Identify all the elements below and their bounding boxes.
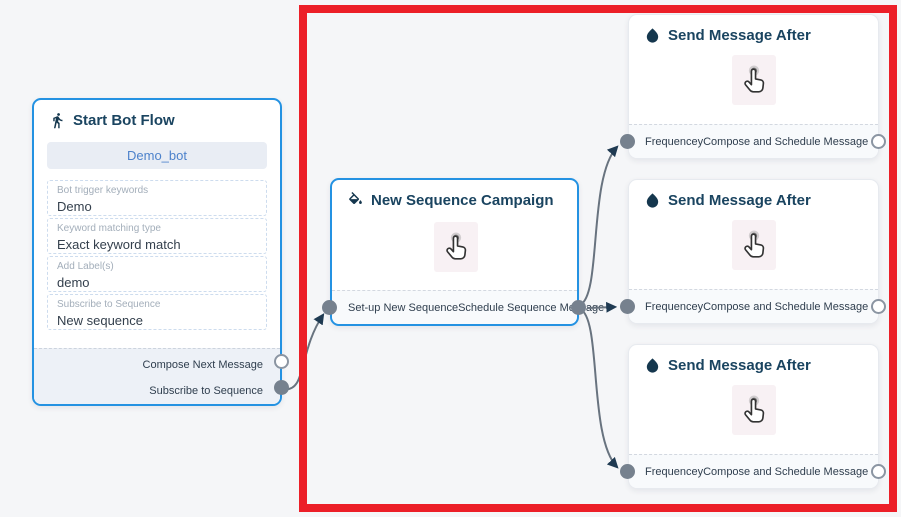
configure-click-area[interactable] <box>732 55 776 105</box>
field-bot-trigger-keywords[interactable]: Bot trigger keywords Demo <box>47 180 267 216</box>
node-start-bot-flow[interactable]: Start Bot Flow Demo_bot Bot trigger keyw… <box>32 98 282 406</box>
send-after-footer: Frequencey Compose and Schedule Message <box>629 124 878 158</box>
node-send-message-after-3[interactable]: Send Message After Frequencey Compose an… <box>628 344 879 489</box>
configure-click-area[interactable] <box>732 220 776 270</box>
hand-pointer-icon <box>744 64 765 93</box>
node-title: Send Message After <box>668 192 811 209</box>
edge-schedule-to-frequency-1 <box>579 145 619 306</box>
start-bot-flow-header: Start Bot Flow <box>49 112 175 129</box>
water-drop-icon <box>646 28 659 43</box>
campaign-footer: Set-up New Sequence Schedule Sequence Me… <box>332 290 604 324</box>
port-compose-schedule-out-1[interactable] <box>871 134 886 149</box>
node-title: Start Bot Flow <box>73 112 175 129</box>
input-label-frequency: Frequencey <box>645 300 704 313</box>
field-label: Keyword matching type <box>57 223 161 234</box>
paint-bucket-icon <box>349 192 362 205</box>
field-value: Demo <box>57 199 92 214</box>
field-subscribe-to-sequence[interactable]: Subscribe to Sequence New sequence <box>47 294 267 330</box>
send-after-footer: Frequencey Compose and Schedule Message <box>629 289 878 323</box>
hand-pointer-icon <box>744 394 765 423</box>
field-value: New sequence <box>57 313 143 328</box>
configure-click-area[interactable] <box>732 385 776 435</box>
walking-person-icon <box>53 113 63 129</box>
port-compose-schedule-out-3[interactable] <box>871 464 886 479</box>
field-value: demo <box>57 275 90 290</box>
node-title: Send Message After <box>668 357 811 374</box>
configure-click-area[interactable] <box>434 222 478 272</box>
campaign-header: New Sequence Campaign <box>347 192 554 209</box>
node-new-sequence-campaign[interactable]: New Sequence Campaign Set-up New Sequenc… <box>330 178 604 326</box>
port-frequency-in-3[interactable] <box>620 464 635 479</box>
field-label: Add Label(s) <box>57 261 114 272</box>
port-frequency-in-2[interactable] <box>620 299 635 314</box>
field-label: Bot trigger keywords <box>57 185 149 196</box>
start-node-footer: Compose Next Message Subscribe to Sequen… <box>34 348 280 404</box>
start-fields: Bot trigger keywords Demo Keyword matchi… <box>47 180 267 330</box>
input-label-frequency: Frequencey <box>645 135 704 148</box>
node-send-message-after-1[interactable]: Send Message After Frequencey Compose an… <box>628 14 879 159</box>
input-label-setup-new-sequence: Set-up New Sequence <box>348 301 459 314</box>
output-label-compose-next-message: Compose Next Message <box>142 359 263 371</box>
send-after-header: Send Message After <box>644 27 811 44</box>
port-compose-next-message[interactable] <box>274 354 289 369</box>
send-after-header: Send Message After <box>644 192 811 209</box>
port-compose-schedule-out-2[interactable] <box>871 299 886 314</box>
port-setup-new-sequence-in[interactable] <box>322 300 337 315</box>
node-title: New Sequence Campaign <box>371 192 554 209</box>
send-after-footer: Frequencey Compose and Schedule Message <box>629 454 878 488</box>
water-drop-icon <box>646 193 659 208</box>
water-drop-icon <box>646 358 659 373</box>
output-label-schedule-sequence-message: Schedule Sequence Message <box>458 301 605 314</box>
port-subscribe-to-sequence[interactable] <box>274 380 289 395</box>
field-add-labels[interactable]: Add Label(s) demo <box>47 256 267 292</box>
hand-pointer-icon <box>744 229 765 258</box>
field-label: Subscribe to Sequence <box>57 299 161 310</box>
output-label-compose-and-schedule: Compose and Schedule Message <box>703 465 869 478</box>
field-value: Exact keyword match <box>57 237 181 252</box>
bot-name-button[interactable]: Demo_bot <box>47 142 267 169</box>
node-title: Send Message After <box>668 27 811 44</box>
field-keyword-matching-type[interactable]: Keyword matching type Exact keyword matc… <box>47 218 267 254</box>
port-frequency-in-1[interactable] <box>620 134 635 149</box>
hand-pointer-icon <box>446 231 467 260</box>
edge-subscribe-to-setup <box>282 313 325 391</box>
node-send-message-after-2[interactable]: Send Message After Frequencey Compose an… <box>628 179 879 324</box>
send-after-header: Send Message After <box>644 357 811 374</box>
output-label-compose-and-schedule: Compose and Schedule Message <box>703 300 869 313</box>
input-label-frequency: Frequencey <box>645 465 704 478</box>
output-label-subscribe-to-sequence: Subscribe to Sequence <box>149 385 263 397</box>
output-label-compose-and-schedule: Compose and Schedule Message <box>703 135 869 148</box>
port-schedule-sequence-message-out[interactable] <box>571 300 586 315</box>
edge-schedule-to-frequency-3 <box>579 308 619 469</box>
